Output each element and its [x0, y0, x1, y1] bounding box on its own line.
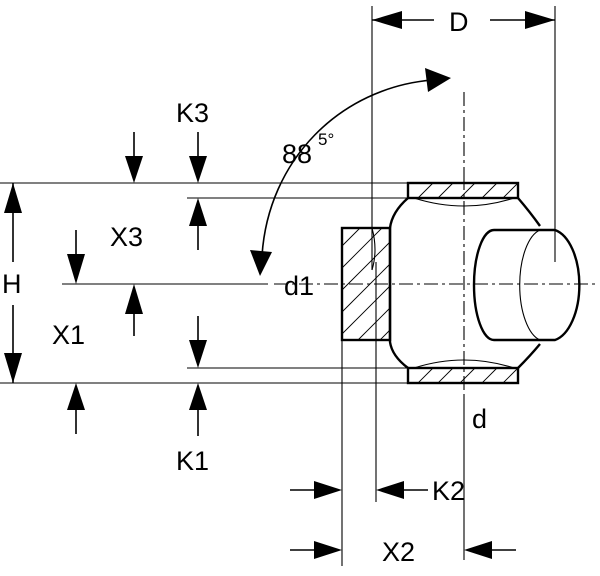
label-H: H	[2, 269, 22, 299]
dimension-K2: K2	[290, 476, 465, 506]
left-inlet-hatch	[341, 227, 391, 341]
label-K1: K1	[176, 446, 209, 476]
label-X3: X3	[110, 222, 143, 252]
label-X2: X2	[382, 537, 415, 567]
label-D: D	[449, 7, 469, 37]
dimension-K1: K1	[176, 316, 209, 476]
bottom-extension-lines	[341, 262, 377, 566]
fitting-body	[340, 181, 581, 385]
dimension-X1: X1	[52, 230, 85, 434]
label-angle: 88	[282, 139, 312, 169]
dimension-H: H	[2, 183, 22, 383]
label-K2: K2	[432, 476, 465, 506]
dimension-K3: K3	[176, 98, 209, 250]
label-angle-superscript: 5°	[318, 130, 334, 149]
bottom-ring-hatch	[417, 367, 518, 384]
label-X1: X1	[52, 320, 85, 350]
dimension-X2: X2	[290, 537, 516, 567]
label-d: d	[472, 404, 487, 434]
label-K3: K3	[176, 98, 209, 128]
center-lines	[274, 92, 598, 560]
dimension-D: D	[371, 6, 556, 270]
dimension-X3: X3	[110, 132, 143, 336]
angle-annotation: 88 5°	[250, 68, 451, 276]
label-d1: d1	[284, 271, 314, 301]
top-ring-hatch	[417, 182, 518, 199]
horizontal-extension-lines	[0, 182, 408, 384]
